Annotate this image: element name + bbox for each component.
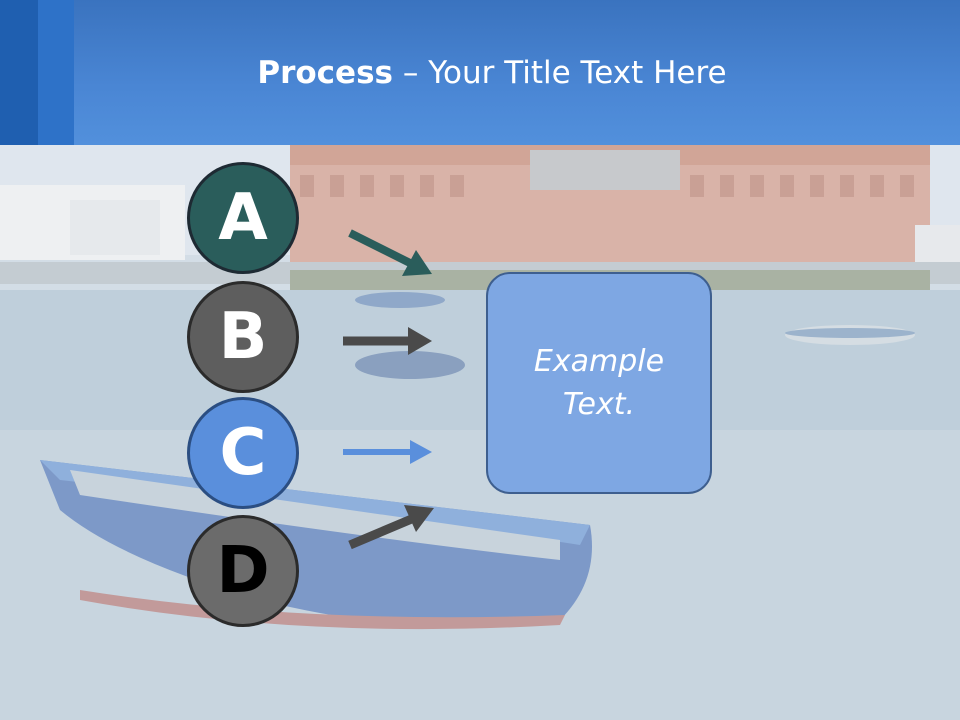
header-accent-stripe (0, 0, 38, 145)
step-circle-a: A (187, 162, 299, 274)
example-text: Example Text. (533, 343, 665, 423)
header-accent-stripe (38, 0, 74, 145)
example-text-box: Example Text. (486, 272, 712, 494)
title-bar: Process – Your Title Text Here (0, 0, 960, 145)
slide-title-bold: Process (257, 55, 393, 91)
step-label: D (216, 534, 270, 608)
slide-title: Process – Your Title Text Here (0, 55, 960, 91)
slide-title-rest: – Your Title Text Here (393, 55, 727, 91)
step-circle-d: D (187, 515, 299, 627)
step-label: A (218, 181, 268, 255)
step-circle-c: C (187, 397, 299, 509)
step-label: C (219, 416, 267, 490)
step-circle-b: B (187, 281, 299, 393)
step-label: B (218, 300, 268, 374)
